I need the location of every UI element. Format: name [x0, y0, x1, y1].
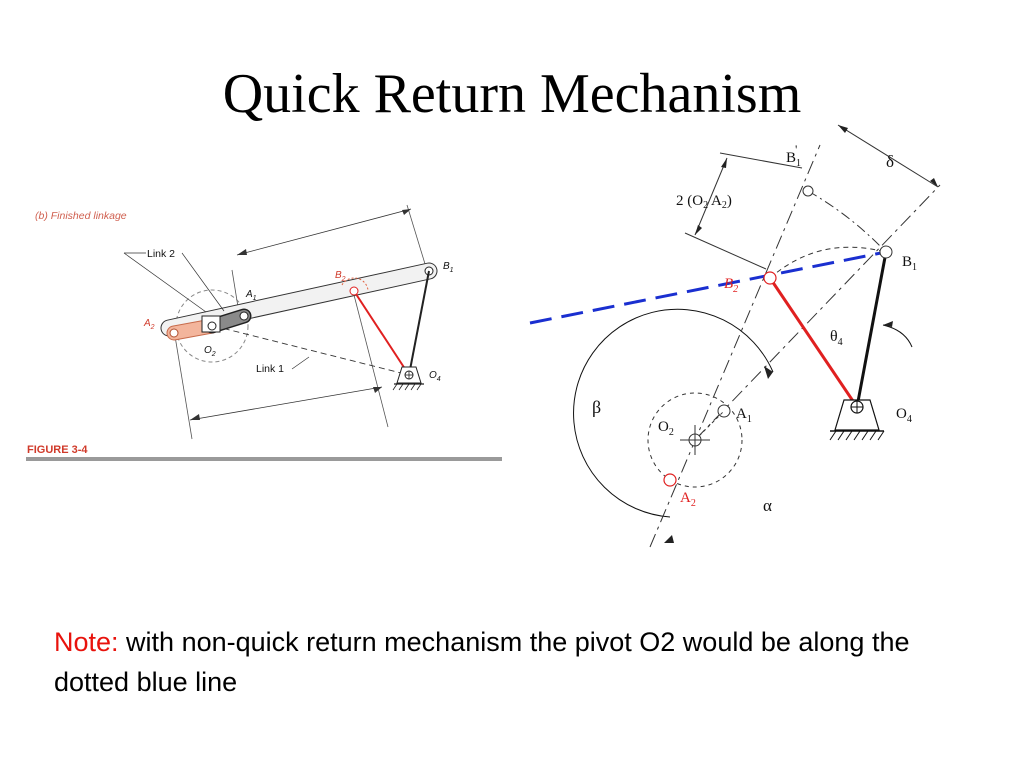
arc-b2-b1 [769, 246, 886, 279]
label-a1: A1 [245, 289, 257, 302]
pivot-b2 [763, 271, 777, 285]
label-a2: A2 [143, 318, 155, 331]
outer-circle [573, 308, 774, 518]
label-a2: A2 [680, 490, 696, 509]
label-alpha: α [763, 496, 772, 515]
note-label: Note: [54, 627, 119, 657]
arrowhead [402, 209, 411, 215]
figure-number: FIGURE 3-4 [27, 444, 88, 456]
caption-finished-linkage: (b) Finished linkage [35, 210, 127, 222]
slide-title: Quick Return Mechanism [222, 63, 802, 125]
leader-link2-c [181, 252, 225, 312]
arrowhead [721, 158, 727, 168]
arrowhead [695, 225, 702, 235]
link3-bottom-dimension [189, 386, 383, 421]
label-beta: β [592, 397, 601, 417]
dim-ext-bottom [684, 232, 767, 270]
pivot-a2 [169, 328, 179, 338]
o4-hatching [392, 383, 422, 391]
theta4-arc [882, 324, 913, 348]
blue-dashed-line [529, 250, 887, 325]
label-b2: B2 [335, 270, 346, 283]
link1-ground-line [213, 325, 410, 376]
label-theta4: θ4 [830, 328, 843, 348]
label-delta: δ [886, 152, 894, 171]
label-b1: B1 [902, 254, 917, 273]
dim-ext-top [719, 152, 803, 169]
beta-arrowhead [764, 366, 773, 379]
extension-line-left [173, 329, 193, 440]
arrowhead [237, 249, 247, 255]
link-o2-a1 [694, 410, 725, 441]
note-text: with non-quick return mechanism the pivo… [54, 627, 910, 697]
arrowhead [930, 178, 938, 187]
pivot-a1 [239, 311, 249, 321]
label-b1-prime: B1' [786, 142, 801, 169]
label-dim-2o2a2: 2 (O2 A2) [676, 193, 732, 211]
label-o2: O2 [204, 345, 216, 358]
label-a1: A1 [736, 406, 752, 425]
delta-dimension [837, 124, 939, 188]
link-b1-o4-black [855, 251, 888, 408]
pivot-b2 [349, 286, 359, 296]
label-link1: Link 1 [256, 363, 284, 375]
pivot-b1-prime [802, 185, 814, 197]
pivot-o2 [207, 321, 217, 331]
note-paragraph: Note: with non-quick return mechanism th… [54, 622, 984, 702]
label-o4: O4 [896, 406, 912, 425]
arrowhead [190, 414, 200, 420]
leader-link2-b [123, 252, 207, 313]
link3-top-dimension [236, 208, 412, 256]
caption-rule [26, 457, 502, 461]
arrowhead [373, 387, 382, 393]
leader-link1 [291, 356, 310, 370]
pivot-a2 [663, 473, 677, 487]
arrowhead [838, 125, 848, 133]
finished-linkage-figure: (b) Finished linkage Link 1 [26, 204, 502, 461]
arc-b1prime-b1 [807, 190, 885, 251]
label-o4: O4 [429, 370, 441, 383]
pivot-b1 [879, 245, 893, 259]
link4-red [353, 290, 410, 376]
label-b1: B1 [443, 261, 454, 274]
extension-line-b2 [353, 294, 389, 428]
dim-line [694, 157, 728, 236]
quick-return-diagram: δ 2 (O2 A2) B1' B1 B2 θ4 β α A1 O2 A2 [529, 124, 941, 548]
crank-circle [647, 392, 743, 488]
line-b1prime [649, 144, 821, 548]
label-o2: O2 [658, 419, 674, 438]
arc-b2 [341, 277, 369, 291]
label-b2: B2 [724, 276, 738, 295]
link4-black [408, 270, 430, 376]
alpha-arrowhead [664, 535, 674, 543]
arrowhead [883, 321, 893, 327]
link-b2-o4-red [768, 277, 859, 408]
o4-hatching [829, 430, 885, 441]
line-b1 [694, 184, 941, 441]
o4-ground-block [834, 399, 880, 431]
label-link2: Link 2 [147, 248, 175, 260]
